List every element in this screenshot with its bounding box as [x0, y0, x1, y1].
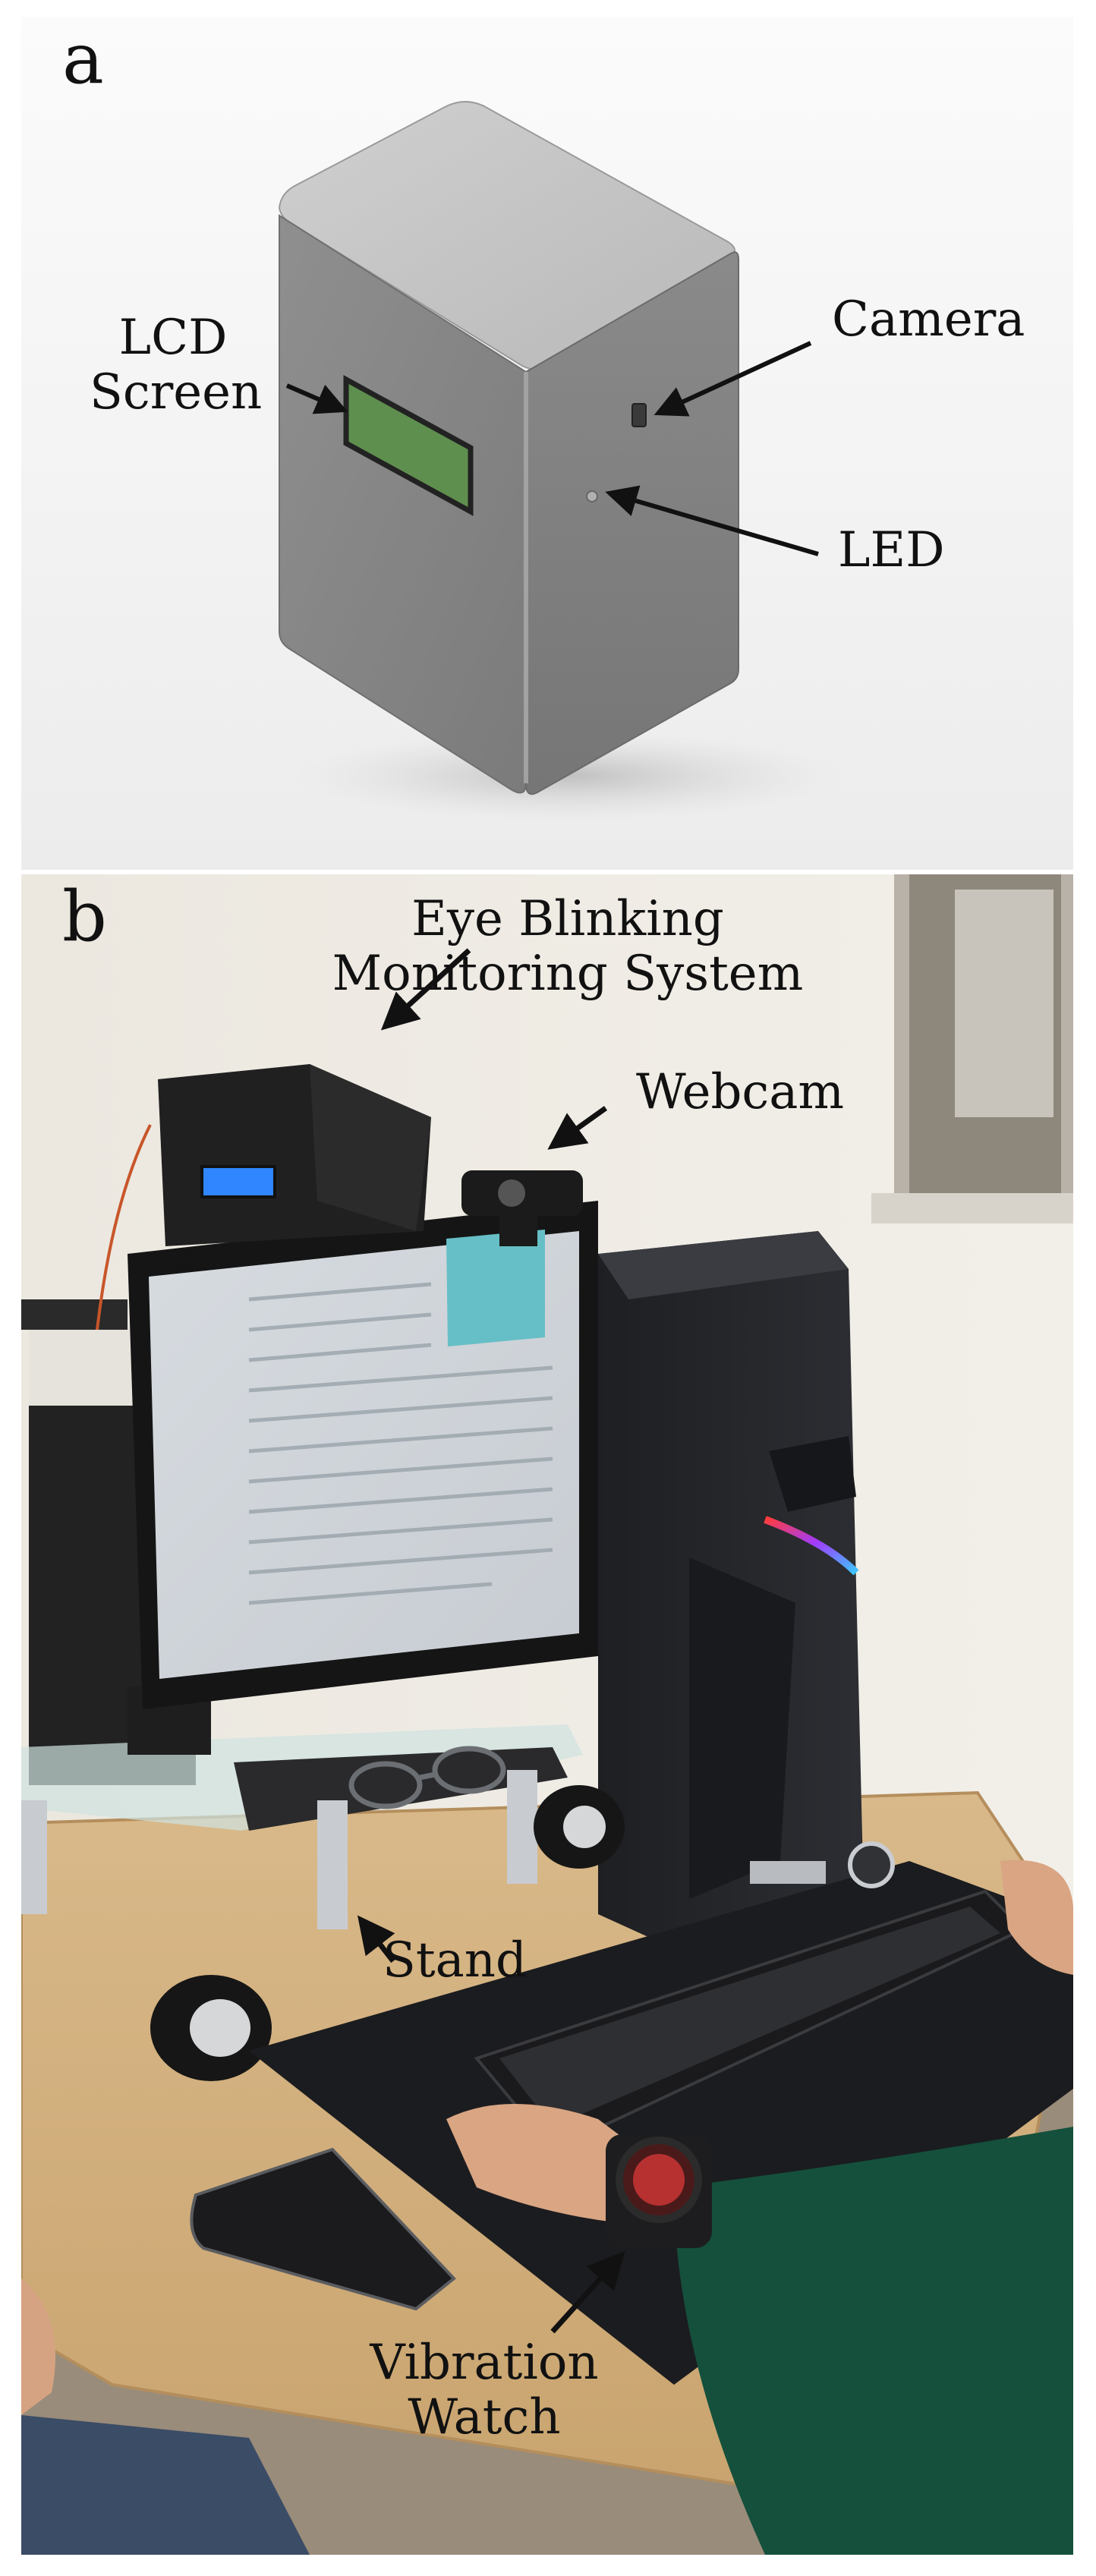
- label-webcam: Webcam: [636, 1064, 845, 1120]
- speakers: [150, 1785, 625, 2081]
- label-vibration-watch: Vibration Watch: [348, 2335, 621, 2445]
- vibration-smartwatch: [606, 2134, 712, 2248]
- glasses: [348, 1746, 506, 1809]
- label-watch-line2: Watch: [408, 2389, 561, 2445]
- label-camera: Camera: [832, 291, 1025, 348]
- user-hands: [21, 1860, 1073, 2555]
- panel-b-letter: b: [62, 876, 107, 957]
- arrow-lcd: [285, 383, 348, 414]
- label-system-line1: Eye Blinking: [411, 891, 724, 947]
- label-led: LED: [838, 522, 945, 578]
- arrow-eye-blinking-system: [380, 948, 471, 1031]
- panel-a-cad-model: a: [21, 17, 1073, 870]
- main-monitor: [128, 1201, 598, 1755]
- arrow-vibration-watch: [550, 2250, 625, 2334]
- label-watch-line1: Vibration: [370, 2335, 599, 2391]
- workstation-illustration: [21, 874, 1073, 2555]
- label-eye-blinking-system: Eye Blinking Monitoring System: [317, 891, 818, 1002]
- smartphone: [190, 2147, 456, 2311]
- device-box-drawing: [278, 101, 841, 821]
- window-frame: [871, 874, 1073, 1223]
- arrow-webcam: [547, 1106, 608, 1150]
- camera-module: [631, 403, 647, 427]
- box-lcd-screen: [200, 1165, 276, 1198]
- label-system-line2: Monitoring System: [332, 945, 804, 1002]
- lcd-screen: [343, 375, 474, 516]
- webcam: [461, 1170, 583, 1246]
- panel-b-setup-photo: b Eye Blinking Monitoring System Webcam …: [21, 874, 1073, 2555]
- led-dot: [586, 490, 598, 502]
- arrow-stand: [357, 1915, 395, 1963]
- label-stand: Stand: [383, 1932, 527, 1989]
- pc-tower: [598, 1231, 864, 1952]
- label-lcd-screen: LCD Screen: [90, 310, 263, 420]
- arrow-led: [605, 485, 819, 556]
- arrow-camera: [654, 341, 812, 417]
- eye-blinking-box: [96, 1064, 431, 1331]
- label-lcd-line1: LCD: [118, 310, 228, 366]
- label-lcd-line2: Screen: [90, 364, 263, 420]
- desk-wristwatch: [750, 1841, 895, 1888]
- panel-a-letter: a: [62, 18, 104, 99]
